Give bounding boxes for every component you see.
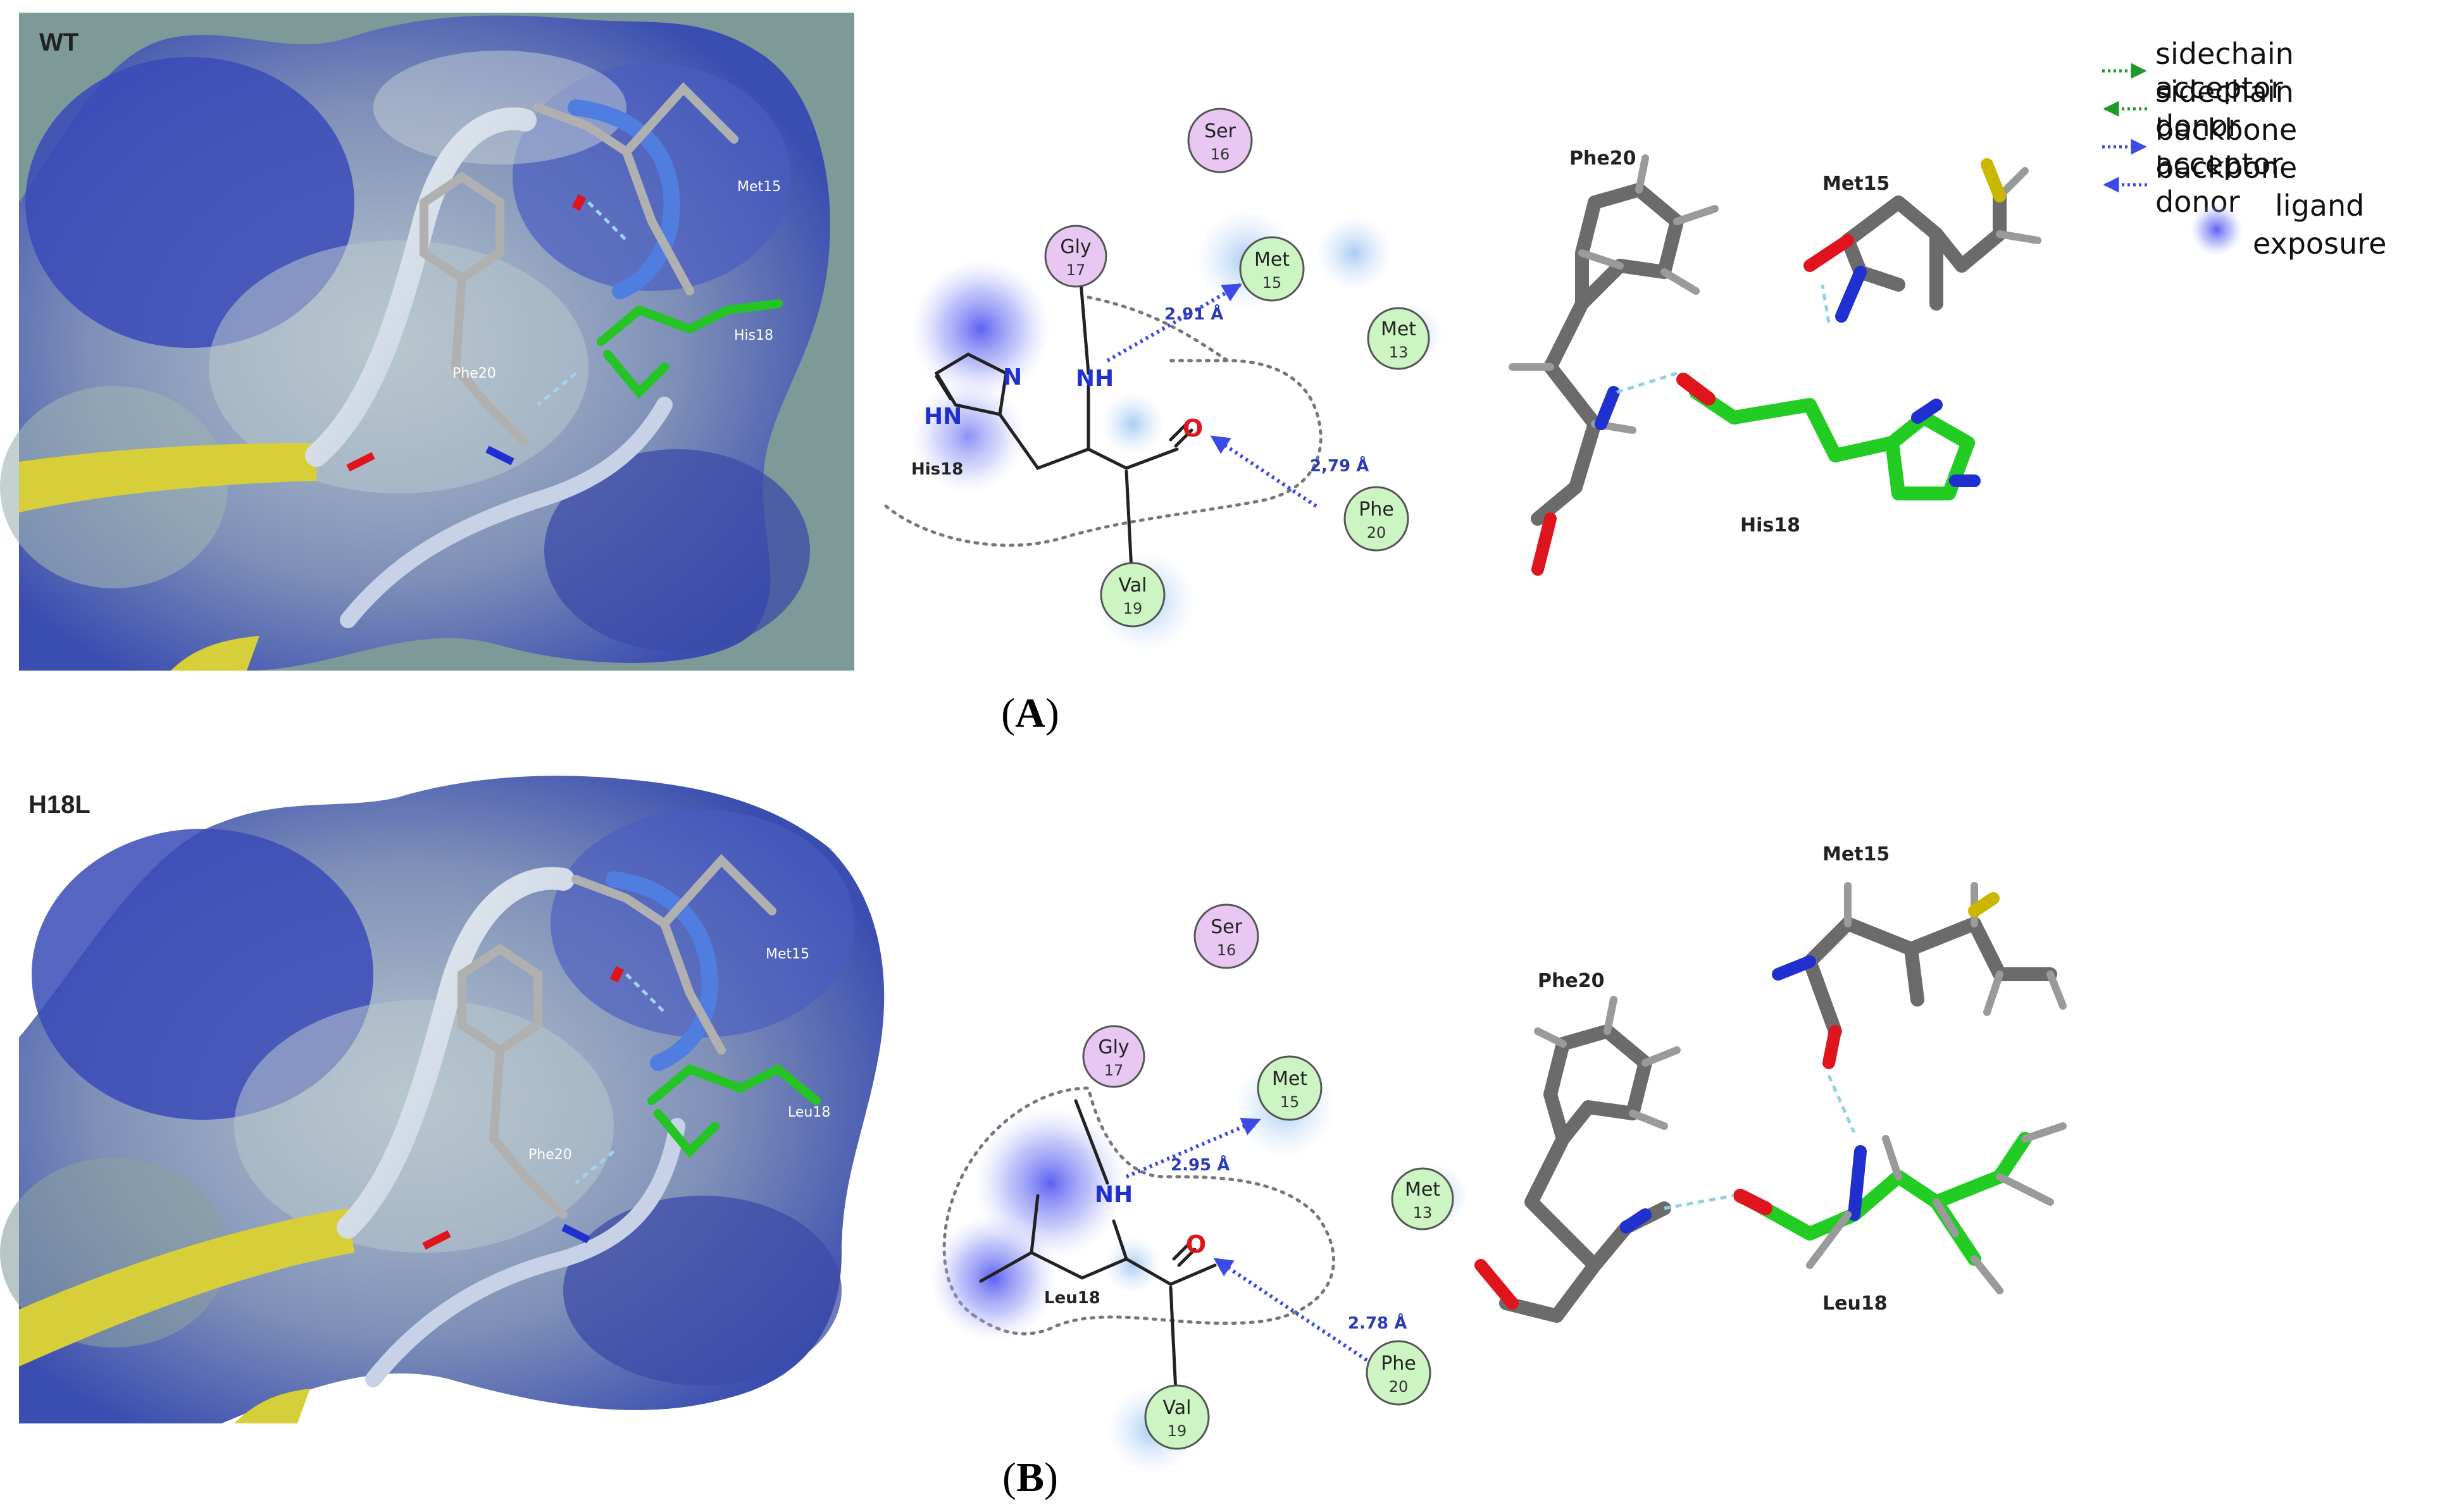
svg-text:13: 13 <box>1389 344 1409 361</box>
svg-text:Gly: Gly <box>1060 236 1091 258</box>
panel-a: Met15 His18 Phe20 WT HN N NH O His18 <box>0 13 2041 736</box>
variant-label-a: WT <box>39 28 79 56</box>
stick-model-a: Phe20 Met15 His18 <box>1509 147 2041 576</box>
residue-val-b: Val 19 <box>1144 1384 1210 1450</box>
svg-text:Ser: Ser <box>1211 916 1243 938</box>
svg-text:19: 19 <box>1168 1422 1187 1440</box>
svg-text:Val: Val <box>1119 574 1147 597</box>
legend-item-sidechain-donor: sidechain donor <box>2103 75 2294 143</box>
distance-met-a: 2.91 Å <box>1164 304 1223 324</box>
stick-label-phe-a: Phe20 <box>1569 147 1636 170</box>
stick-label-met-b: Met15 <box>1822 843 1890 865</box>
svg-text:17: 17 <box>1066 261 1086 279</box>
svg-text:17: 17 <box>1104 1062 1124 1079</box>
atom-hn-a: HN <box>924 404 962 430</box>
residue-met13-b: Met 13 <box>1391 1167 1454 1230</box>
svg-text:15: 15 <box>1262 274 1282 292</box>
residue-met13-a: Met 13 <box>1367 307 1430 370</box>
svg-text:19: 19 <box>1123 600 1143 617</box>
residue-phe-b: Phe 20 <box>1366 1340 1431 1406</box>
caption-a: (A) <box>1001 690 1059 736</box>
surface-render-b: Met15 Leu18 Phe20 <box>0 772 892 1423</box>
residue-gly-b: Gly 17 <box>1082 1025 1145 1088</box>
svg-text:20: 20 <box>1389 1378 1409 1396</box>
legend-item-backbone-acceptor: backbone acceptor <box>2102 113 2298 181</box>
surface-label-res-b: Leu18 <box>788 1105 830 1120</box>
surface-label-met-b: Met15 <box>766 946 809 962</box>
residue-gly-a: Gly 17 <box>1044 225 1107 288</box>
stick-label-res-a: His18 <box>1740 514 1800 536</box>
surface-label-res: His18 <box>734 328 773 344</box>
svg-text:20: 20 <box>1367 524 1386 542</box>
atom-o-b: O <box>1186 1230 1206 1258</box>
legend-item-ligand-exposure: ligand exposure <box>2253 189 2387 261</box>
atom-nh-a: NH <box>1076 366 1114 392</box>
surface-render-a: Met15 His18 Phe20 <box>0 13 854 671</box>
residue-ser-a: Ser 16 <box>1187 108 1253 173</box>
svg-text:16: 16 <box>1217 941 1236 959</box>
ligand-name-a: His18 <box>911 460 963 479</box>
atom-n-a: N <box>1003 364 1022 390</box>
variant-label-b: H18L <box>28 791 90 819</box>
legend-item-backbone-donor: backbone donor <box>2103 151 2298 219</box>
atom-o-a: O <box>1183 414 1203 442</box>
svg-text:Gly: Gly <box>1098 1036 1129 1058</box>
stick-label-phe-b: Phe20 <box>1538 970 1604 992</box>
surface-label-phe-b: Phe20 <box>528 1147 572 1163</box>
interaction-diagram-a: HN N NH O His18 2.91 Å 2,79 Å Ser 16 Gly… <box>884 108 1443 652</box>
svg-text:Met: Met <box>1405 1179 1440 1201</box>
ligand-exposure-icon <box>2190 203 2243 256</box>
svg-text:Met: Met <box>1272 1068 1307 1090</box>
panel-b: Met15 Leu18 Phe20 H18L NH O Leu18 2.95 Å… <box>0 759 2454 1512</box>
svg-text:Val: Val <box>1163 1397 1192 1419</box>
distance-met-b: 2.95 Å <box>1171 1155 1230 1175</box>
svg-text:Ser: Ser <box>1204 120 1236 142</box>
svg-text:Phe: Phe <box>1381 1353 1416 1375</box>
surface-label-phe: Phe20 <box>452 366 496 381</box>
ligand-name-b: Leu18 <box>1044 1289 1100 1308</box>
distance-phe-a: 2,79 Å <box>1310 455 1369 476</box>
distance-phe-b: 2.78 Å <box>1348 1313 1407 1333</box>
caption-b: (B) <box>1002 1454 1058 1501</box>
atom-nh-b: NH <box>1095 1182 1133 1208</box>
interaction-diagram-b: NH O Leu18 2.95 Å 2.78 Å Ser 16 Gly 17 M… <box>930 903 1468 1474</box>
svg-text:Met: Met <box>1381 318 1416 340</box>
residue-met15-a: Met 15 <box>1239 236 1305 302</box>
svg-text:Met: Met <box>1254 249 1290 271</box>
surface-label-met: Met15 <box>737 179 781 195</box>
svg-text:13: 13 <box>1413 1204 1433 1222</box>
stick-label-met-a: Met15 <box>1822 173 1890 195</box>
svg-text:16: 16 <box>1211 146 1230 163</box>
stick-model-b: Phe20 Met15 Leu18 <box>1474 843 2067 1323</box>
legend-item-sidechain-acceptor: sidechain acceptor <box>2102 37 2294 105</box>
residue-phe-a: Phe 20 <box>1343 486 1409 552</box>
residue-val-a: Val 19 <box>1100 562 1166 628</box>
svg-text:Phe: Phe <box>1359 499 1394 521</box>
stick-label-res-b: Leu18 <box>1822 1292 1888 1315</box>
residue-ser-b: Ser 16 <box>1193 903 1259 969</box>
svg-text:15: 15 <box>1280 1093 1300 1111</box>
residue-met15-b: Met 15 <box>1257 1055 1323 1121</box>
